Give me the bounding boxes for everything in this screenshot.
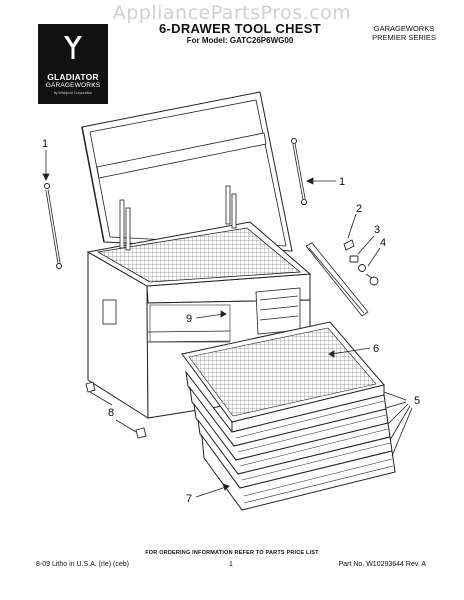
side-rail — [305, 242, 369, 317]
drawer-stack — [181, 321, 396, 511]
callout-9: 9 — [186, 313, 192, 325]
brand-line-1: GARAGEWORKS — [373, 24, 435, 33]
logo-wordmark: GLADIATOR — [47, 72, 99, 82]
chest-lid — [81, 91, 293, 252]
page-number: 1 — [229, 561, 233, 568]
callout-1-left: 1 — [42, 138, 48, 150]
gas-strut-right — [291, 138, 307, 205]
brand-series: GARAGEWORKS PREMIER SERIES — [356, 24, 452, 42]
drawer-1 — [181, 321, 385, 433]
caster-feet — [85, 381, 147, 439]
leader-lines — [42, 150, 413, 498]
gas-strut-left — [44, 183, 62, 269]
callout-3: 3 — [374, 224, 380, 236]
callout-7: 7 — [186, 493, 192, 505]
model-number: For Model: GATC26P6WG00 — [186, 36, 294, 45]
part-number: Part No. W10293644 Rev. A — [338, 561, 426, 568]
hinge-hardware — [343, 239, 379, 286]
page-title: 6-DRAWER TOOL CHEST — [159, 21, 321, 36]
callout-numbers: 1 1 2 3 4 5 6 7 8 9 — [42, 138, 420, 505]
litho-info: 8-09 Litho in U.S.A. (rle) (ceb) — [36, 561, 129, 568]
gladiator-emblem-icon — [64, 36, 82, 59]
drawer-slides — [255, 287, 301, 335]
gladiator-logo: GLADIATOR GARAGEWORKS by Whirlpool Corpo… — [38, 24, 108, 104]
lid-brackets — [119, 185, 237, 251]
callout-2: 2 — [356, 203, 362, 215]
callout-6: 6 — [373, 343, 379, 355]
callout-5: 5 — [414, 395, 420, 407]
callout-4: 4 — [380, 237, 386, 249]
brand-line-2: PREMIER SERIES — [372, 33, 436, 42]
logo-tagline: by Whirlpool Corporation — [53, 91, 93, 95]
callout-1-right: 1 — [339, 176, 345, 188]
ordering-note: FOR ORDERING INFORMATION REFER TO PARTS … — [145, 550, 319, 556]
drawer-6 — [201, 434, 396, 511]
watermark: AppliancePartsPros.com — [112, 2, 352, 24]
callout-8: 8 — [108, 407, 114, 419]
logo-subtitle: GARAGEWORKS — [45, 82, 101, 89]
top-tray — [86, 221, 312, 287]
